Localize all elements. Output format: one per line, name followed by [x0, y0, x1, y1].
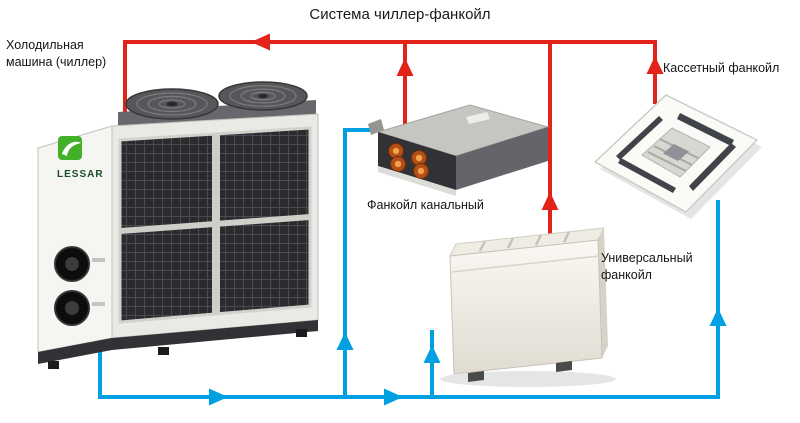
- cassette-vent-right: [689, 143, 736, 191]
- chiller-brand-logo-mark: [62, 141, 81, 156]
- cassette-center-panel: [663, 144, 689, 161]
- chiller-foot: [48, 361, 59, 369]
- duct-fancoil-label-sticker: [466, 112, 490, 124]
- duct-fancoil-illustration: [368, 104, 550, 196]
- flow-arrow-right-2-icon: [384, 388, 403, 406]
- flow-arrow-up-duct-icon: [396, 58, 414, 76]
- cassette-vent-left: [616, 116, 663, 160]
- cassette-fancoil-label: Кассетный фанкойл: [663, 61, 780, 75]
- supply-pipe-duct-branch: [343, 128, 382, 397]
- flow-arrow-up-universal-icon: [541, 192, 559, 210]
- flow-arrow-left-icon: [251, 33, 270, 51]
- chiller-brand-text: LESSAR: [57, 169, 104, 180]
- universal-fancoil-label: Универсальный фанкойл: [601, 251, 693, 282]
- chiller-fan-left-icon: [125, 88, 219, 120]
- duct-fancoil-drain-pan: [378, 166, 456, 196]
- chiller-foot: [296, 329, 307, 337]
- duct-fancoil-label: Фанкойл канальный: [367, 198, 484, 212]
- cassette-vent-bottom: [618, 158, 676, 193]
- universal-shadow: [440, 371, 616, 387]
- chiller-label: Холодильная машина (чиллер): [6, 38, 107, 69]
- chiller-port-sticker-bottom: [92, 302, 105, 306]
- flow-arrow-right-1-icon: [209, 388, 228, 406]
- chiller-base: [38, 320, 318, 364]
- chiller-fan-right-icon: [218, 81, 308, 111]
- supply-pipe-main: [98, 200, 720, 399]
- cassette-fancoil-illustration: [594, 94, 762, 219]
- chiller-port-sticker-top: [92, 258, 105, 262]
- chiller-grille-divider-vertical: [212, 134, 220, 315]
- duct-fancoil-side: [456, 127, 548, 190]
- universal-fancoil-illustration: [440, 227, 616, 387]
- diagram-title: Система чиллер-фанкойл: [309, 6, 491, 23]
- universal-front: [449, 239, 603, 375]
- flow-arrow-up-cassette-supply-icon: [709, 308, 727, 326]
- cassette-vent-top: [677, 113, 734, 146]
- flow-arrow-up-universal-supply-icon: [423, 345, 441, 363]
- chiller-foot: [158, 347, 169, 355]
- flow-arrow-up-duct-supply-icon: [336, 332, 354, 350]
- chiller-illustration: LESSAR: [37, 81, 319, 369]
- universal-foot-left: [468, 371, 484, 382]
- universal-foot-right: [556, 361, 572, 372]
- universal-side: [598, 228, 608, 358]
- flow-arrow-up-cassette-icon: [646, 56, 664, 74]
- return-pipe-network: [123, 33, 664, 242]
